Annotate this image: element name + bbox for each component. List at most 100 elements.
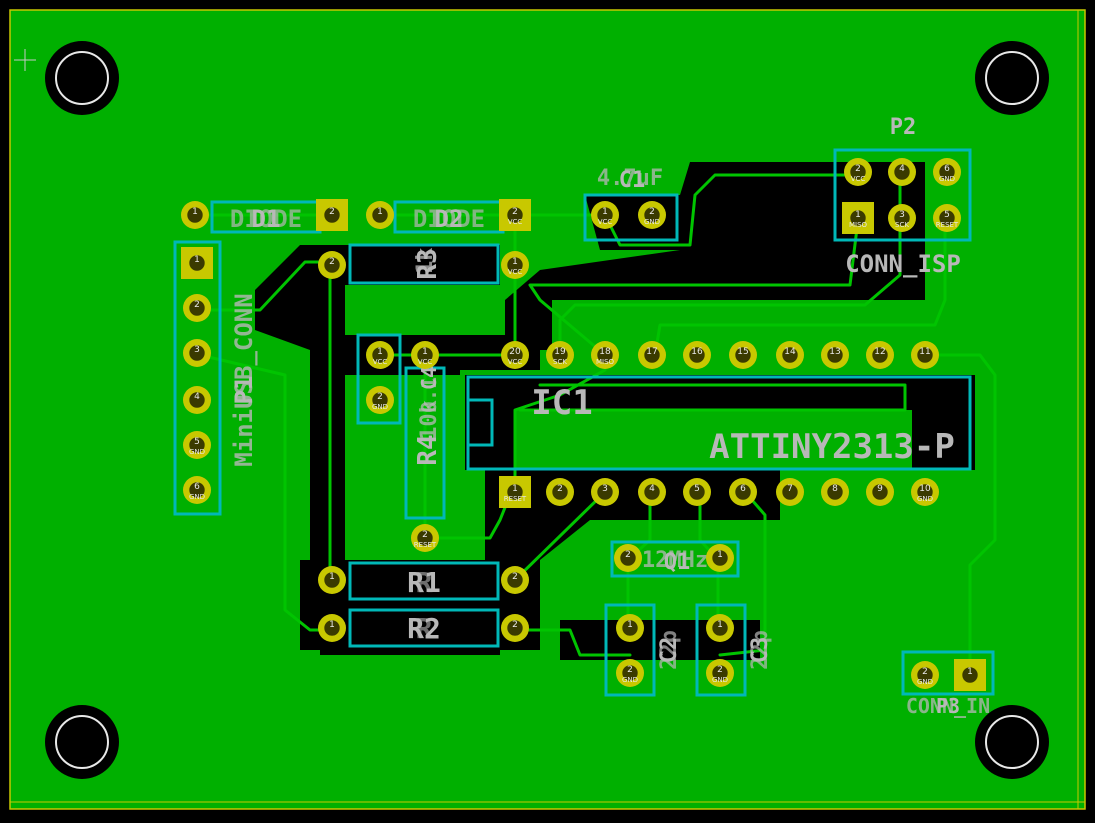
component-courtyards [173,148,995,697]
svg-text:20: 20 [509,347,521,357]
pad-ic1_bottom-2: 2 [546,478,574,506]
pad-net-label: VCC [598,218,613,226]
pad-net-label: GND [622,676,638,684]
pad-ic1_bottom-6: 6 [729,478,757,506]
label-c1-value: 4.7uF [597,166,663,191]
label-r1-value: R [416,566,433,599]
pad-net-label: VCC [508,218,523,226]
pad-net-label: GND [372,403,388,411]
mounting-holes [45,41,1049,779]
pad-net-label: RESET [414,541,437,549]
courtyard-r1 [348,561,500,601]
svg-text:2: 2 [512,620,518,630]
pad-net-label: MISO [596,358,615,366]
courtyard-p3 [901,650,995,696]
pad-net-label: VCC [373,358,388,366]
courtyard-r3 [348,243,500,285]
pad-ic1_top-14: 14 [776,341,804,369]
courtyard-c4 [356,333,402,425]
svg-text:15: 15 [737,347,748,357]
pad-net-label: GND [644,218,660,226]
pad-q1-2: 2 [614,544,642,572]
svg-text:2: 2 [329,257,335,267]
svg-text:1: 1 [329,620,335,630]
svg-text:2: 2 [194,300,200,310]
pad-ic1_bottom-4: 4 [638,478,666,506]
svg-text:2: 2 [329,207,335,217]
label-r3-value: 1k [413,248,438,275]
pad-p2-4: 4 [888,158,916,186]
courtyard-ic1 [466,375,972,471]
svg-text:2: 2 [649,207,655,217]
board-edge-outline [9,9,1086,810]
svg-text:4: 4 [194,392,200,402]
courtyard-c2 [604,603,656,697]
svg-text:1: 1 [967,667,973,677]
svg-text:2: 2 [717,665,723,675]
svg-text:7: 7 [787,484,793,494]
pad-p1-2: 2 [183,294,211,322]
svg-text:1: 1 [602,207,608,217]
pad-net-label: SCK [553,358,567,366]
label-d1-ref: D1 [252,205,281,233]
pad-ic1_top-12: 12 [866,341,894,369]
courtyard-r2 [348,608,500,648]
svg-text:2: 2 [922,667,928,677]
mounting-hole-top-right [975,41,1049,115]
copper-tracks [193,170,997,682]
pad-r2-2: 2 [501,614,529,642]
pad-ic1_top-11: 11 [911,341,939,369]
label-c3-value: 22p [748,630,773,670]
svg-text:1: 1 [717,620,723,630]
svg-text:8: 8 [832,484,838,494]
pad-ic1_bottom-3: 3 [591,478,619,506]
ic1-notch [468,398,494,447]
pad-net-label: RESET [504,495,527,503]
svg-text:16: 16 [691,347,703,357]
pad-net-label: VCC [851,175,866,183]
pad-net-label: GND [917,495,933,503]
svg-text:1: 1 [377,347,383,357]
pad-d2-1: 1 [366,201,394,229]
svg-text:1: 1 [512,484,518,494]
label-c1-ref: C1 [619,168,646,193]
pad-ic1_top-13: 13 [821,341,849,369]
svg-text:11: 11 [919,347,930,357]
svg-text:2: 2 [627,665,633,675]
pad-p1-4: 4 [183,386,211,414]
origin-marker [14,49,36,71]
label-q1-ref: Q1 [664,550,691,575]
svg-text:17: 17 [646,347,657,357]
pad-net-label: GND [917,678,933,686]
svg-text:1: 1 [192,207,198,217]
label-r4-value: 10k [417,400,442,440]
label-d1-value: DIODE [230,205,302,233]
pad-d1-2: 2 [316,199,348,231]
label-p1-value: MiniUSB_CONN [230,293,258,466]
mounting-hole-bottom-left [45,705,119,779]
label-c3-ref: C3 [748,637,773,664]
svg-text:5: 5 [944,210,950,220]
label-r2-value: R [416,612,433,645]
svg-text:1: 1 [627,620,633,630]
svg-text:1: 1 [422,347,428,357]
svg-text:3: 3 [899,210,905,220]
label-p2-ref: P2 [890,115,917,140]
label-p3-value: CONN_IN [906,694,990,718]
label-r2-ref: R2 [407,612,441,645]
mounting-hole-bottom-right [975,705,1049,779]
label-d2-ref: D2 [435,205,464,233]
svg-text:5: 5 [194,437,200,447]
pad-r1-1: 1 [318,566,346,594]
svg-text:1: 1 [855,210,861,220]
